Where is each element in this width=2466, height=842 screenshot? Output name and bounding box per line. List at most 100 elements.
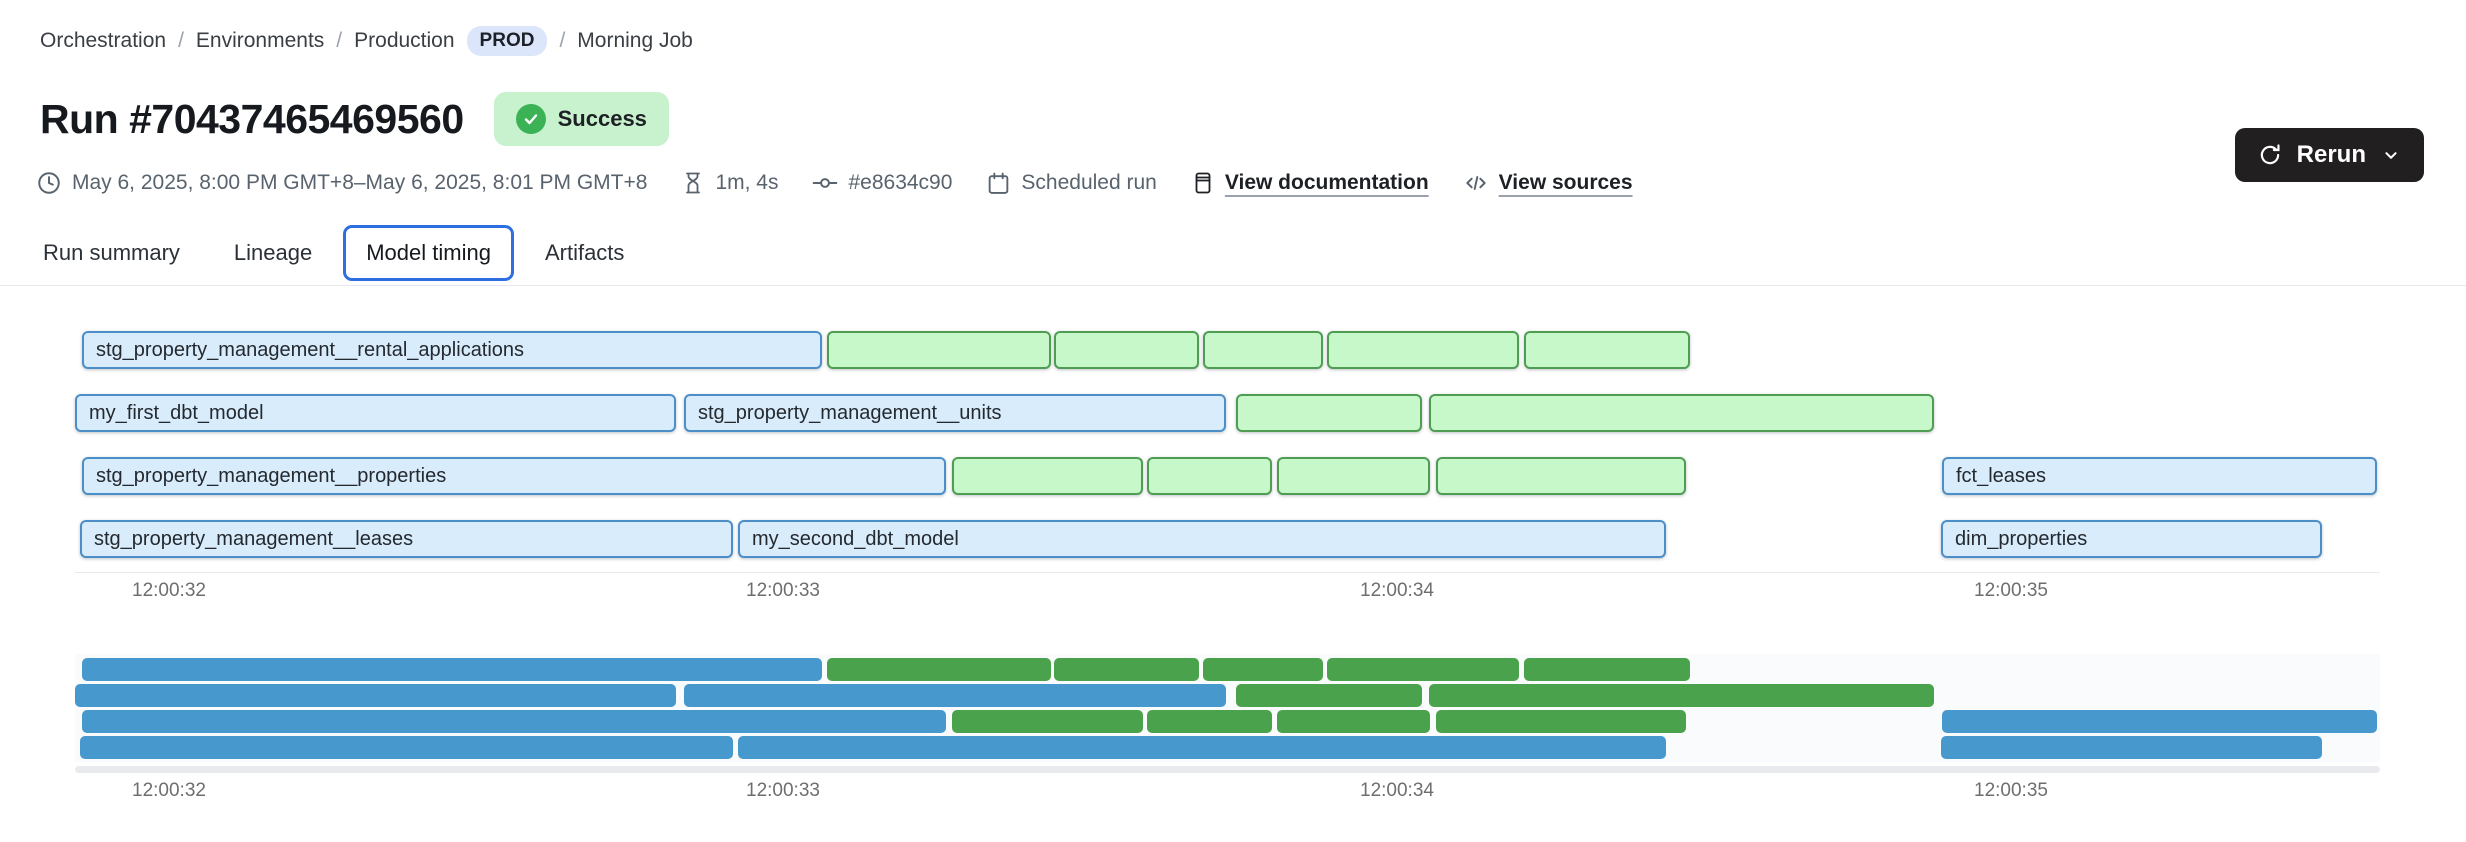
chevron-down-icon [2380,144,2402,166]
tab-model-timing[interactable]: Model timing [343,225,514,281]
axis-tick: 12:00:34 [1360,580,1434,601]
document-icon [1191,171,1215,195]
check-icon [515,104,546,134]
gantt-bar-stg_property_management__rental_applications[interactable]: stg_property_management__rental_applicat… [82,331,822,369]
breadcrumb-environments[interactable]: Environments [195,29,325,52]
gantt-bar-label: stg_property_management__units [698,401,1002,424]
page-title: Run #70437465469560 [40,95,464,142]
code-icon [1463,170,1489,196]
breadcrumb-production[interactable]: Production [354,29,455,52]
axis-tick: 12:00:32 [132,580,206,601]
axis-tick: 12:00:34 [1360,780,1434,801]
hourglass-icon [681,171,705,195]
tab-artifacts[interactable]: Artifacts [544,240,625,265]
axis-tick: 12:00:32 [132,780,206,801]
gantt-bar[interactable] [1524,331,1690,369]
minimap-scroll-track[interactable] [75,766,2380,773]
breadcrumb-separator: / [559,29,566,52]
gantt-bar [1203,658,1323,681]
gantt-bar [1236,684,1422,707]
view-sources-link[interactable]: View sources [1498,171,1633,194]
trigger-text: Scheduled run [1021,171,1157,194]
gantt-bar-label: my_first_dbt_model [89,401,264,424]
breadcrumb-morning-job: Morning Job [577,29,693,52]
gantt-bar [1277,710,1430,733]
refresh-icon [2257,142,2283,168]
view-documentation-link[interactable]: View documentation [1224,171,1429,194]
trigger-item: Scheduled run [986,171,1157,196]
gantt-bar-label: fct_leases [1956,464,2047,487]
gantt-bar-fct_leases[interactable]: fct_leases [1942,457,2377,495]
tab-lineage[interactable]: Lineage [233,240,313,265]
gantt-bar-stg_property_management__leases[interactable]: stg_property_management__leases [80,520,733,558]
duration-text: 1m, 4s [715,171,779,194]
clock-icon [36,170,62,196]
duration-item: 1m, 4s [681,171,778,195]
gantt-bar[interactable] [1147,457,1272,495]
gantt-bar [1429,684,1934,707]
gantt-bar-stg_property_management__rental_applications [82,658,822,681]
gantt-bar [1436,710,1686,733]
gantt-bar [827,658,1051,681]
time-range-item: May 6, 2025, 8:00 PM GMT+8–May 6, 2025, … [36,170,647,196]
gantt-bar-stg_property_management__units[interactable]: stg_property_management__units [684,394,1226,432]
gantt-bar[interactable] [1236,394,1422,432]
minimap-axis: 12:00:32 12:00:33 12:00:34 12:00:35 [75,780,2380,806]
gantt-bar[interactable] [1436,457,1686,495]
gantt-bar-stg_property_management__units [684,684,1226,707]
gantt-bar [952,710,1143,733]
gantt-bar[interactable] [1429,394,1934,432]
gantt-bar[interactable] [1327,331,1519,369]
rerun-button[interactable]: Rerun [2234,128,2424,182]
tabs-divider [0,285,2466,286]
model-timing-gantt: stg_property_management__rental_applicat… [75,331,2380,573]
axis-tick: 12:00:33 [746,580,820,601]
gantt-bar-label: stg_property_management__leases [94,527,414,550]
gantt-bar[interactable] [1054,331,1199,369]
calendar-icon [986,171,1011,196]
gantt-bar [1054,658,1199,681]
breadcrumb: Orchestration / Environments / Productio… [40,26,693,56]
gantt-bar [1524,658,1690,681]
gantt-bar [1147,710,1272,733]
time-range-text: May 6, 2025, 8:00 PM GMT+8–May 6, 2025, … [72,171,648,194]
gantt-bar-fct_leases [1942,710,2377,733]
rerun-label: Rerun [2296,141,2366,168]
status-label: Success [557,106,647,131]
gantt-bar-stg_property_management__leases [80,736,733,759]
gantt-bar-my_first_dbt_model[interactable]: my_first_dbt_model [75,394,676,432]
sources-item: View sources [1463,170,1633,196]
gantt-bar[interactable] [1203,331,1323,369]
tab-run-summary[interactable]: Run summary [43,240,180,265]
commit-text: #e8634c90 [848,171,953,194]
documentation-item: View documentation [1191,171,1429,195]
gantt-bar-stg_property_management__properties [82,710,946,733]
gantt-bar-label: dim_properties [1955,527,2088,550]
axis-tick: 12:00:33 [746,780,820,801]
gantt-bar-label: my_second_dbt_model [752,527,959,550]
axis-tick: 12:00:35 [1974,780,2048,801]
gantt-bar-dim_properties [1941,736,2322,759]
gantt-bar-my_second_dbt_model[interactable]: my_second_dbt_model [738,520,1666,558]
gantt-bar-my_first_dbt_model [75,684,676,707]
git-commit-icon [812,170,838,196]
breadcrumb-separator: / [178,29,184,52]
breadcrumb-orchestration[interactable]: Orchestration [40,29,167,52]
gantt-axis: 12:00:32 12:00:33 12:00:34 12:00:35 [75,580,2380,606]
tab-bar: Run summary Lineage Model timing Artifac… [20,222,647,284]
breadcrumb-separator: / [336,29,343,52]
environment-badge: PROD [466,26,548,56]
axis-tick: 12:00:35 [1974,580,2048,601]
gantt-bar-dim_properties[interactable]: dim_properties [1941,520,2322,558]
title-row: Run #70437465469560 Success [40,92,669,146]
gantt-minimap[interactable] [75,654,2380,762]
gantt-bar-label: stg_property_management__properties [96,464,447,487]
gantt-bar-stg_property_management__properties[interactable]: stg_property_management__properties [82,457,946,495]
gantt-bar [1327,658,1519,681]
gantt-bar[interactable] [952,457,1143,495]
gantt-bar-my_second_dbt_model [738,736,1666,759]
gantt-bar[interactable] [827,331,1051,369]
commit-item: #e8634c90 [812,170,952,196]
run-metadata: May 6, 2025, 8:00 PM GMT+8–May 6, 2025, … [36,170,1633,196]
gantt-bar[interactable] [1277,457,1430,495]
